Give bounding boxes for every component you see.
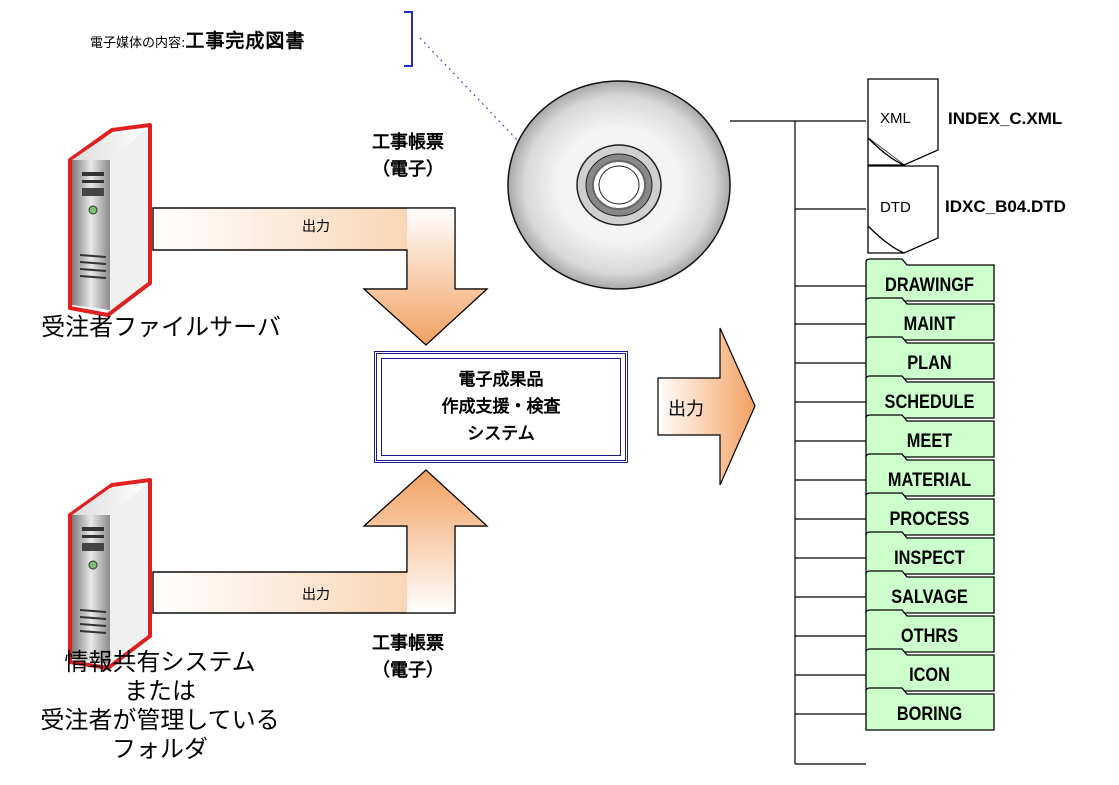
bottom-doc-label-line2: （電子） (372, 660, 444, 681)
bottom-doc-label-line1: 工事帳票 (372, 633, 444, 654)
folder-process: PROCESS (889, 509, 970, 530)
dtd-type-label: DTD (880, 199, 911, 216)
folder-inspect: INSPECT (894, 548, 965, 569)
top-doc-label: 工事帳票 （電子） (348, 129, 468, 183)
bottom-doc-label: 工事帳票 （電子） (348, 630, 468, 684)
output-label-right: 出力 (668, 399, 704, 420)
dtd-file-icon (867, 165, 939, 254)
xml-file-icon (867, 78, 939, 166)
folder-icon (865, 375, 995, 419)
folder-icon (865, 453, 995, 497)
folder-icon (865, 492, 995, 536)
folder-icon (865, 336, 995, 380)
system-box-line3: システム (467, 423, 535, 444)
disc-icon (507, 80, 731, 290)
server-bottom-label-line3: 受注者が管理している (40, 706, 280, 734)
server-top-label: 受注者ファイルサーバ (41, 313, 281, 341)
server-bottom-icon (68, 478, 152, 670)
server-top-icon (68, 123, 152, 317)
folder-material: MATERIAL (887, 470, 972, 491)
system-box: 電子成果品 作成支援・検査 システム (374, 351, 628, 463)
folder-icon (865, 258, 995, 302)
server-bottom-label-line4: フォルダ (112, 735, 208, 763)
folder-plan: PLAN (907, 353, 952, 374)
media-bracket (404, 11, 413, 67)
folder-list (865, 258, 995, 731)
folder-icon: ICON (909, 665, 950, 686)
folder-salvage: SALVAGE (891, 587, 968, 608)
folder-icon (865, 297, 995, 341)
folder-maint: MAINT (903, 314, 956, 335)
output-label-bottom: 出力 (302, 587, 330, 603)
folder-drawingf: DRAWINGF (885, 275, 974, 296)
xml-file-name: INDEX_C.XML (948, 109, 1063, 128)
output-label-top: 出力 (302, 219, 330, 235)
folder-icon (865, 648, 995, 692)
folder-icon (865, 531, 995, 575)
output-arrow-right (657, 327, 756, 486)
top-doc-label-line1: 工事帳票 (372, 132, 444, 153)
folder-meet: MEET (906, 431, 953, 452)
folder-icon (865, 570, 995, 614)
media-value: 工事完成図書 (185, 30, 306, 52)
dtd-file-name: IDXC_B04.DTD (945, 197, 1066, 216)
folder-boring: BORING (896, 704, 963, 725)
media-prefix: 電子媒体の内容: (90, 36, 186, 51)
folder-icon (865, 687, 995, 731)
server-bottom-label: 情報共有システム または 受注者が管理している フォルダ (0, 648, 320, 764)
folder-othrs: OTHRS (900, 626, 959, 647)
folder-icon (865, 414, 995, 458)
xml-type-label: XML (880, 110, 911, 127)
server-bottom-label-line1: 情報共有システム (64, 648, 256, 676)
folder-icon (865, 609, 995, 653)
system-box-line1: 電子成果品 (458, 369, 544, 390)
server-bottom-label-line2: または (124, 677, 196, 705)
system-box-line2: 作成支援・検査 (441, 396, 561, 417)
folder-schedule: SCHEDULE (884, 392, 975, 413)
top-doc-label-line2: （電子） (372, 159, 444, 180)
media-content-label: 電子媒体の内容:工事完成図書 (90, 26, 305, 53)
